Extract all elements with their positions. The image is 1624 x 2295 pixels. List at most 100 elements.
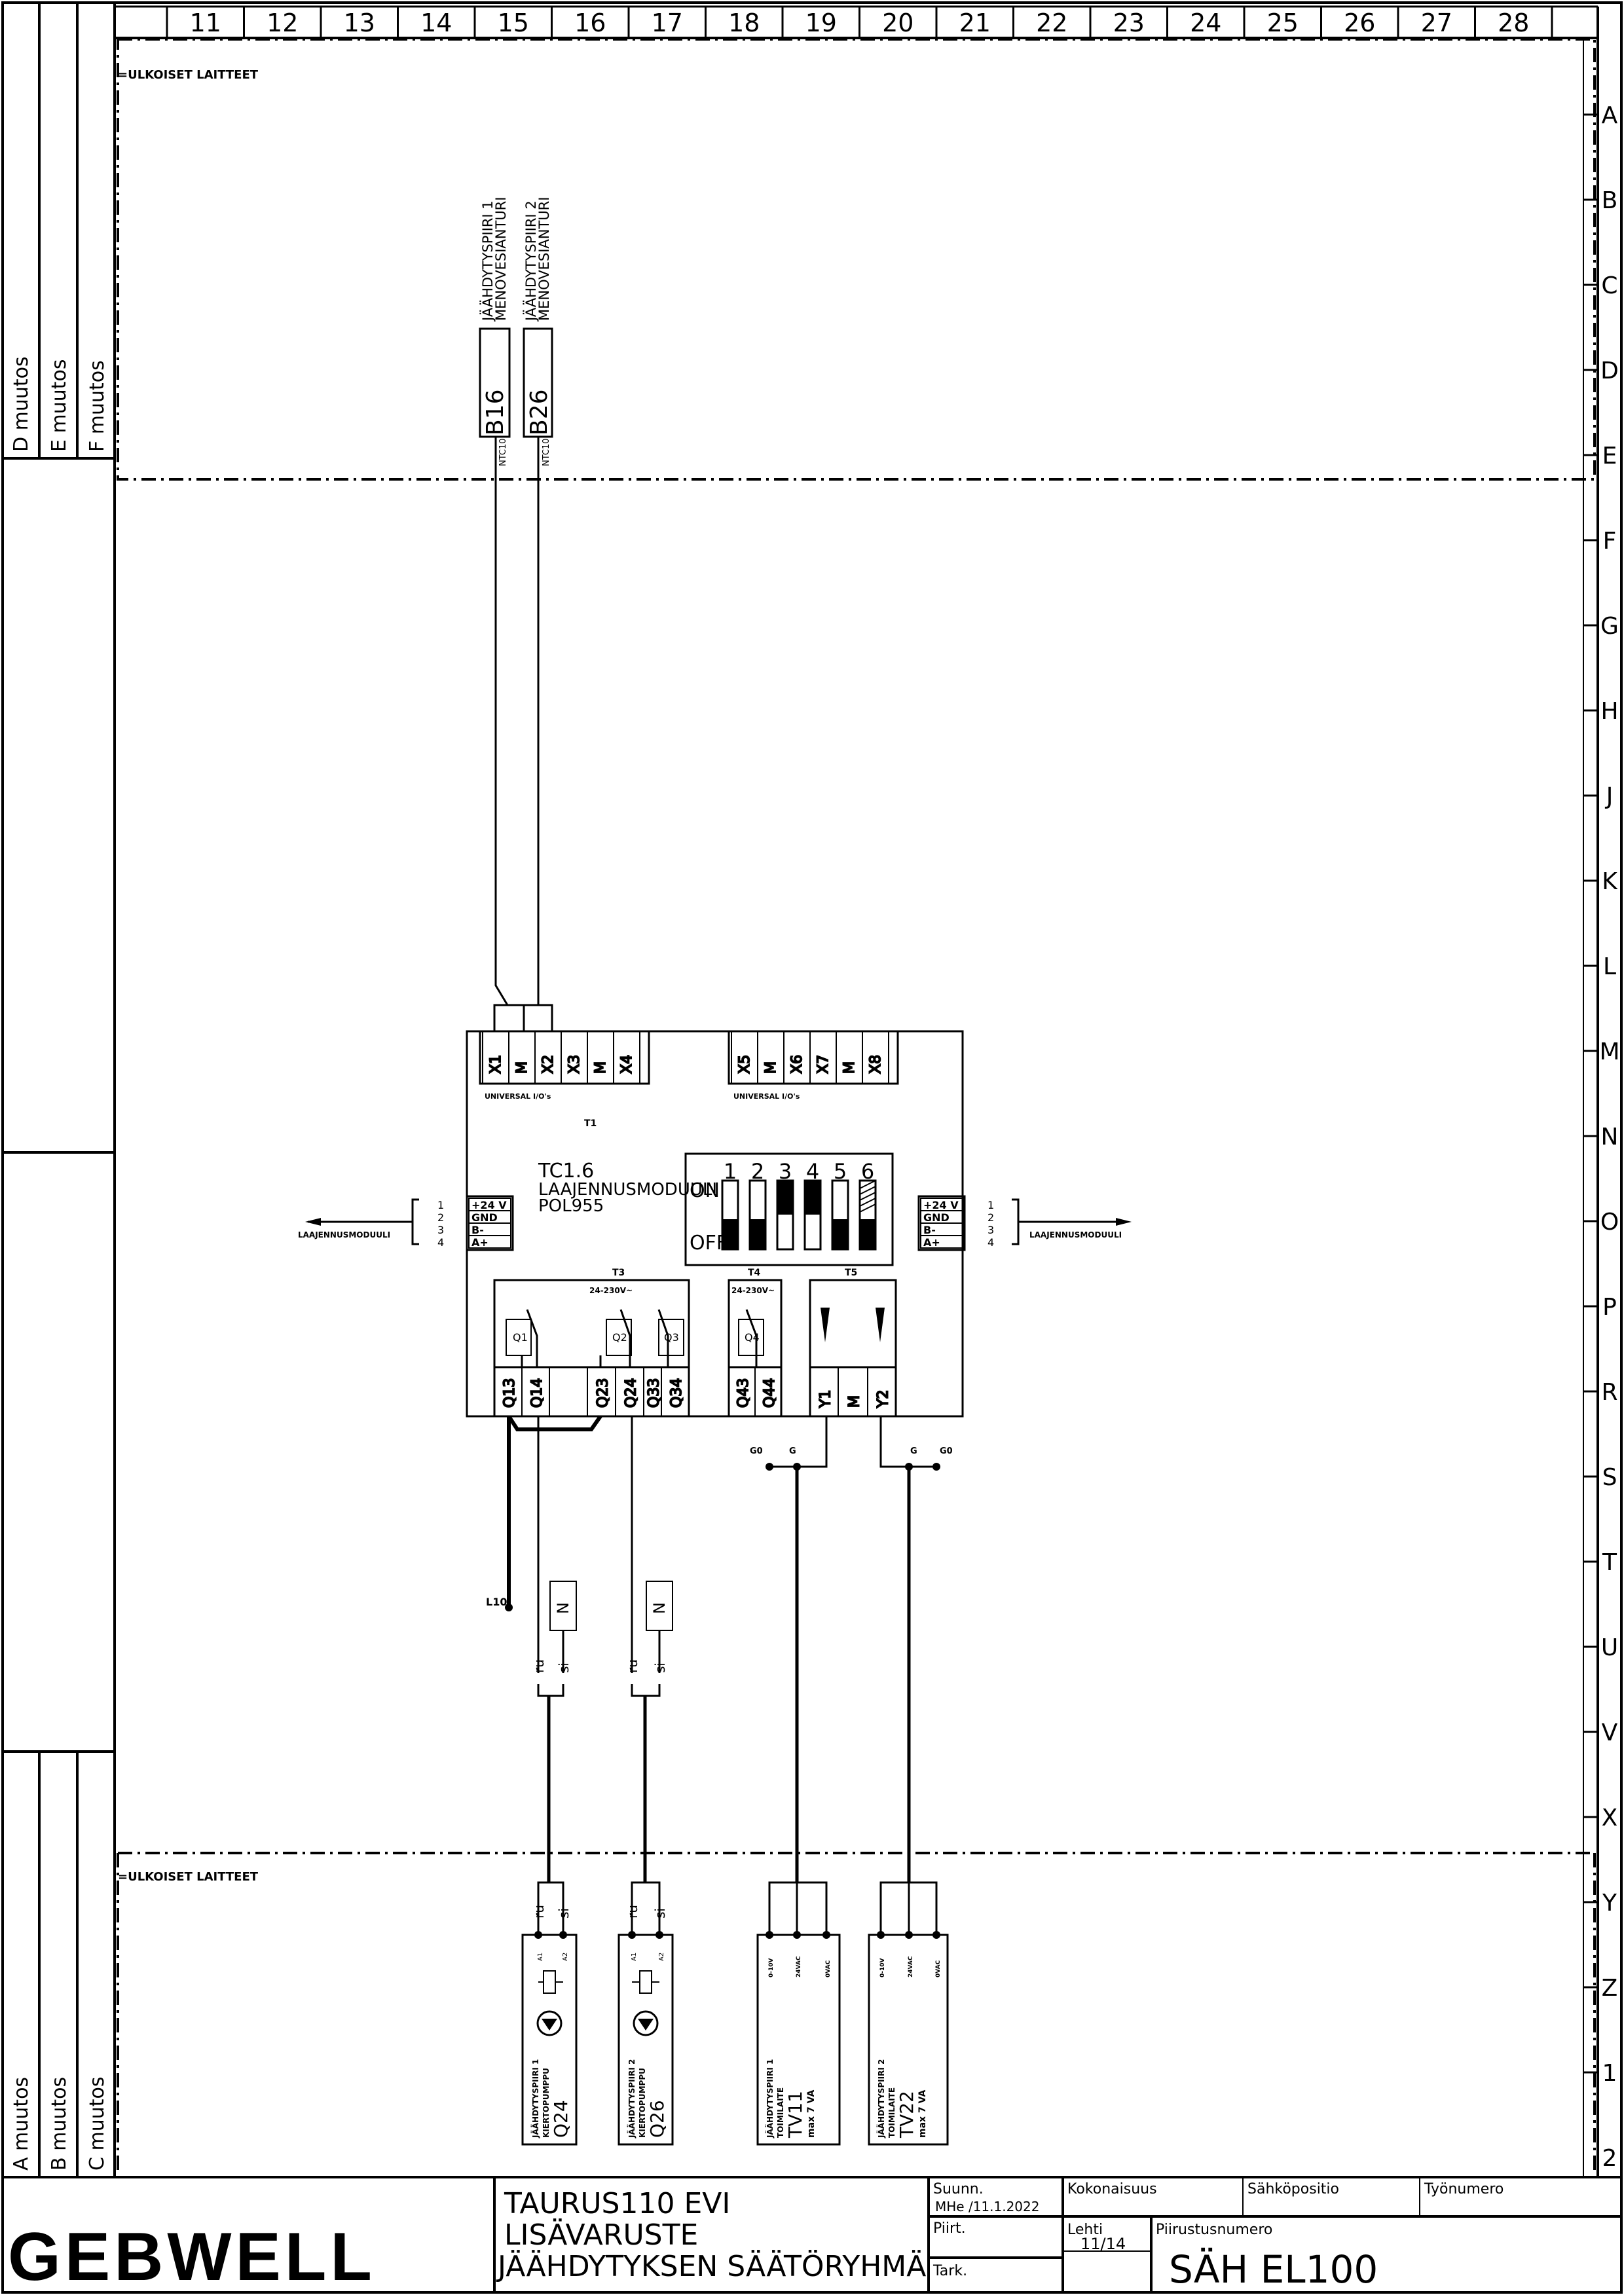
revision-c: C muutos xyxy=(86,2077,109,2171)
dip-hatch xyxy=(859,1180,876,1189)
output-terminal-label: Q34 xyxy=(669,1378,685,1408)
bus-terminal-label: A+ xyxy=(471,1236,489,1249)
bus-terminal-number: 3 xyxy=(987,1224,994,1236)
dip-off-label: OFF xyxy=(690,1232,728,1255)
output-terminal-cell xyxy=(754,1367,782,1417)
column-number: 26 xyxy=(1344,9,1375,37)
bus-terminal-number: 4 xyxy=(437,1236,444,1249)
g-label-1: G xyxy=(789,1446,796,1456)
drawing-number: SÄH EL100 xyxy=(1169,2247,1378,2292)
output-terminal-label: Y2 xyxy=(876,1390,892,1408)
si-label-2: si xyxy=(652,1662,668,1673)
q24-a2: A2 xyxy=(562,1953,569,1961)
column-number: 13 xyxy=(344,9,375,37)
title-line-1: TAURUS110 EVI xyxy=(504,2187,730,2220)
relay-q4: Q4 xyxy=(745,1331,760,1344)
q24-line1: JÄÄHDYTYSPIIRI 1 xyxy=(530,2059,540,2139)
output-terminal-label: Q23 xyxy=(595,1378,612,1408)
io-terminal-label: M xyxy=(841,1061,858,1074)
column-number: 11 xyxy=(190,9,221,37)
si-label-4: si xyxy=(652,1908,668,1919)
dip-number: 6 xyxy=(861,1159,874,1184)
io-terminal-cell xyxy=(757,1031,784,1084)
tv22-tag: TV22 xyxy=(896,2091,917,2139)
revision-b: B muutos xyxy=(48,2077,71,2171)
n-label-2: N xyxy=(650,1602,669,1614)
bus-terminal-number: 1 xyxy=(987,1199,994,1211)
q26-line2: KIERTOPUMPPU xyxy=(638,2068,647,2138)
revision-e: E muutos xyxy=(48,359,71,452)
ru-label-3: ru xyxy=(531,1905,547,1919)
column-number: 16 xyxy=(574,9,606,37)
row-letter: F xyxy=(1603,528,1617,555)
row-letter: Z xyxy=(1602,1975,1618,2002)
io-terminal-label: X7 xyxy=(815,1055,832,1074)
bus-terminal-number: 1 xyxy=(437,1199,444,1211)
zone-top-label: =ULKOISET LAITTEET xyxy=(118,68,259,82)
output-terminal-label: Y1 xyxy=(818,1390,834,1408)
bus-terminal xyxy=(468,1235,511,1249)
io-terminal-label: X5 xyxy=(737,1055,753,1074)
row-letter: 1 xyxy=(1602,2060,1617,2087)
tv22-pin1: 0-10V xyxy=(879,1958,886,1977)
sensor-b16-line2: MENOVESIANTURI xyxy=(493,197,509,321)
row-letter: S xyxy=(1602,1464,1617,1491)
relay-q2: Q2 xyxy=(612,1331,627,1344)
dip-on-label: ON xyxy=(690,1179,720,1202)
output-terminal-label: M xyxy=(847,1395,863,1408)
tv11-pin2: 24VAC xyxy=(796,1956,802,1977)
t1-label: T1 xyxy=(584,1118,597,1129)
tyonumero-label: Työnumero xyxy=(1424,2181,1504,2197)
column-number: 28 xyxy=(1498,9,1529,37)
row-letter: H xyxy=(1600,698,1618,725)
output-terminal-label: Q33 xyxy=(646,1378,663,1408)
column-number: 17 xyxy=(652,9,683,37)
io-terminal-cell xyxy=(613,1031,640,1084)
sensor-b16-line1: JÄÄHDYTYSPIIRI 1 xyxy=(479,200,496,322)
row-letter: A xyxy=(1602,102,1618,129)
row-letter: O xyxy=(1600,1209,1619,1236)
sensor-b26-tag: B26 xyxy=(526,389,553,435)
tv11-pin3: 0VAC xyxy=(825,1960,832,1977)
zone-top-border xyxy=(117,38,1596,481)
relay-q3: Q3 xyxy=(664,1331,679,1344)
title-line-2: LISÄVARUSTE xyxy=(504,2218,698,2252)
io-terminal-label: X6 xyxy=(789,1055,805,1074)
tv11-line2: TOIMILAITE xyxy=(776,2087,785,2138)
row-letter: J xyxy=(1605,783,1614,810)
relay-q1: Q1 xyxy=(513,1331,528,1344)
io-terminal-label: X2 xyxy=(540,1055,557,1074)
io-terminal-cell xyxy=(587,1031,614,1084)
dip-switch-knob xyxy=(832,1219,848,1249)
kokonaisuus-label: Kokonaisuus xyxy=(1067,2181,1157,2197)
row-letter: T xyxy=(1602,1549,1617,1576)
dip-hatch xyxy=(859,1186,876,1195)
row-letter: P xyxy=(1602,1294,1617,1321)
dip-hatch xyxy=(859,1203,876,1213)
bus-terminal-label: B- xyxy=(471,1224,484,1236)
io-terminal-cell xyxy=(862,1031,889,1084)
bus-terminal-label: +24 V xyxy=(923,1199,959,1211)
q26-tag: Q26 xyxy=(646,2100,668,2138)
dip-number: 1 xyxy=(724,1159,737,1184)
row-letter: E xyxy=(1602,443,1617,469)
t4-voltage: 24-230V~ xyxy=(731,1286,775,1295)
bus-terminal-label: GND xyxy=(923,1211,950,1224)
n-label-1: N xyxy=(554,1602,572,1614)
output-terminal-label: Q24 xyxy=(623,1378,640,1408)
sensor-b16: B16 NTC10 JÄÄHDYTYSPIIRI 1 MENOVESIANTUR… xyxy=(479,197,511,466)
column-number: 21 xyxy=(959,9,991,37)
sensor-b26-line1: JÄÄHDYTYSPIIRI 2 xyxy=(523,200,539,322)
tv22-line2: TOIMILAITE xyxy=(887,2087,896,2138)
column-number: 14 xyxy=(420,9,452,37)
dip-switch-knob xyxy=(805,1181,821,1215)
io-terminal-label: M xyxy=(593,1061,609,1074)
module-subtitle: LAAJENNUSMODUULI xyxy=(538,1180,717,1200)
output-terminal-cell xyxy=(661,1367,690,1417)
row-letter: K xyxy=(1602,868,1618,895)
tv22-line1: JÄÄHDYTYSPIIRI 2 xyxy=(876,2059,886,2139)
pump-icon xyxy=(638,2019,654,2030)
